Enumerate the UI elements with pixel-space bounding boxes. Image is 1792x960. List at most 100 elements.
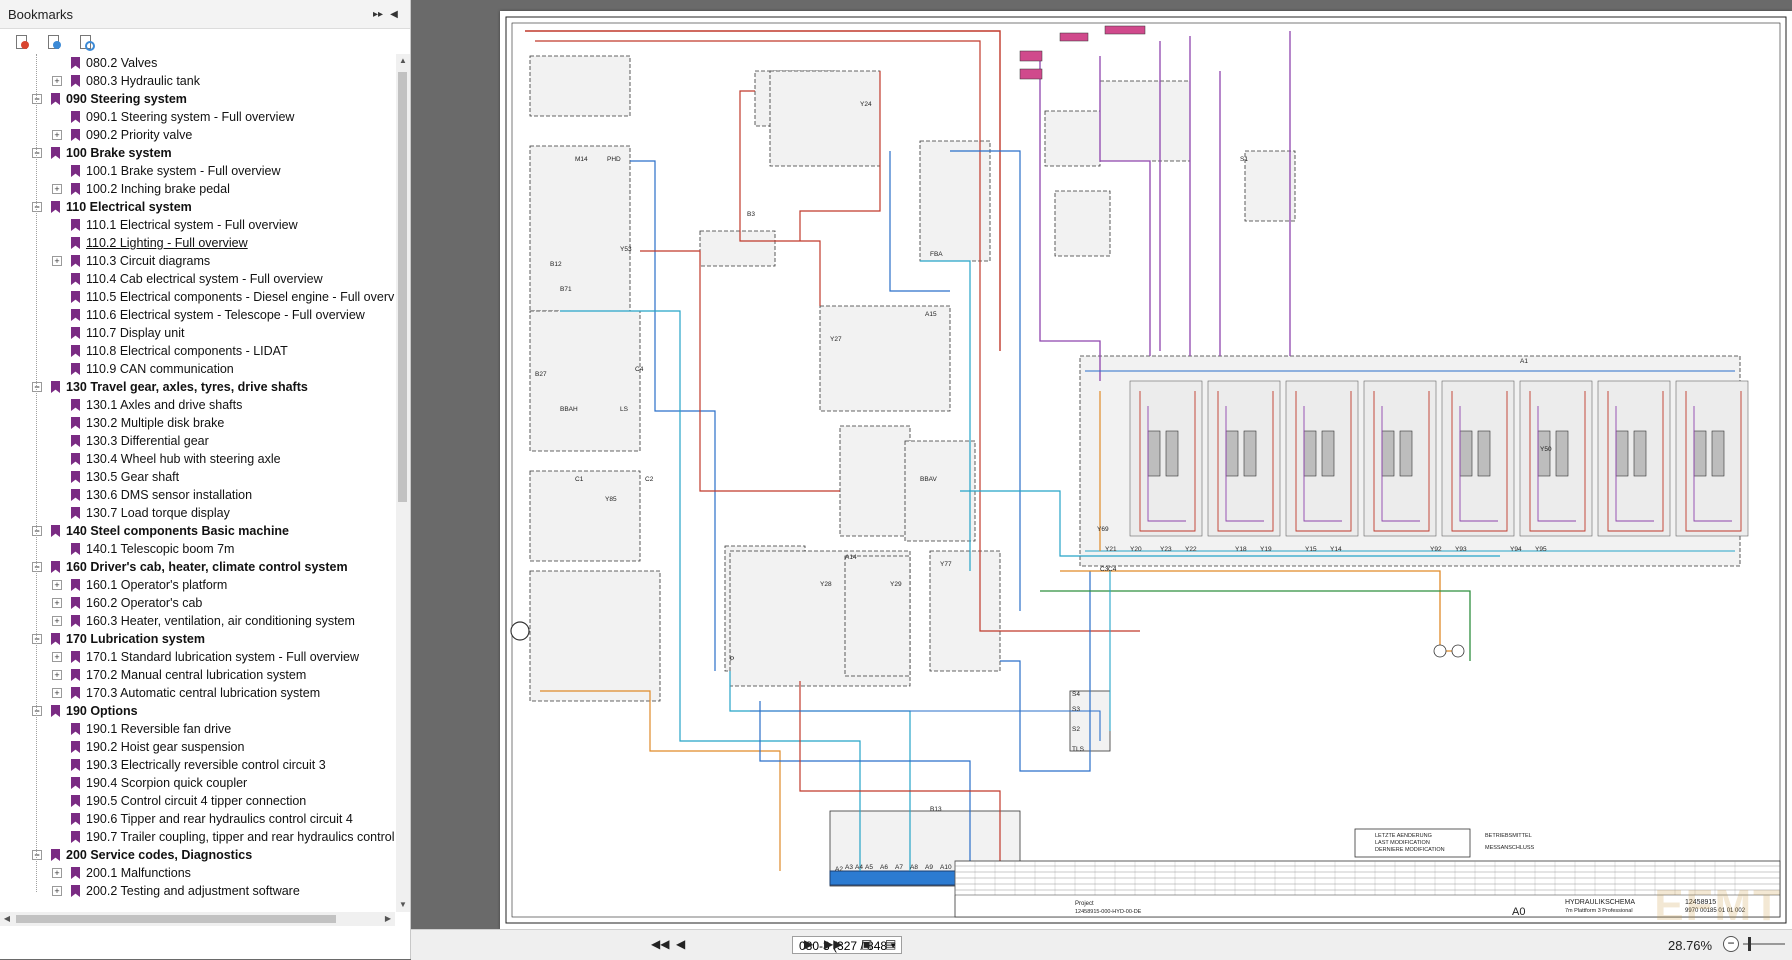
bookmark-item[interactable]: +160.1 Operator's platform (0, 576, 395, 594)
scroll-down-icon[interactable]: ▼ (399, 900, 407, 909)
scroll-up-icon[interactable]: ▲ (399, 56, 407, 65)
bookmark-item[interactable]: 190.2 Hoist gear suspension (0, 738, 395, 756)
bookmark-section[interactable]: −190 Options (0, 702, 395, 720)
expand-icon[interactable]: + (52, 76, 62, 86)
find-bookmark-icon[interactable] (78, 34, 95, 51)
bookmark-section[interactable]: −170 Lubrication system (0, 630, 395, 648)
bookmark-section[interactable]: −100 Brake system (0, 144, 395, 162)
next-page-icon[interactable]: ▶ (804, 937, 814, 951)
new-bookmark-icon[interactable] (46, 34, 62, 50)
collapse-icon[interactable]: − (32, 382, 42, 392)
close-panel-icon[interactable]: ◀ (390, 8, 398, 20)
bookmark-item[interactable]: 190.6 Tipper and rear hydraulics control… (0, 810, 395, 828)
bookmark-item[interactable]: 190.3 Electrically reversible control ci… (0, 756, 395, 774)
bookmark-section[interactable]: −160 Driver's cab, heater, climate contr… (0, 558, 395, 576)
bookmark-item[interactable]: 130.4 Wheel hub with steering axle (0, 450, 395, 468)
chevron-down-icon[interactable]: ▼ (889, 941, 897, 950)
bookmark-section[interactable]: −110 Electrical system (0, 198, 395, 216)
component-label: A1 (1520, 358, 1528, 365)
collapse-icon[interactable]: − (32, 706, 42, 716)
expand-icon[interactable]: + (52, 670, 62, 680)
zoom-out-icon[interactable]: − (1723, 936, 1739, 952)
collapse-icon[interactable]: − (32, 148, 42, 158)
component-label: C2 (645, 476, 654, 483)
bookmark-item[interactable]: 110.9 CAN communication (0, 360, 395, 378)
bookmark-item[interactable]: +170.2 Manual central lubrication system (0, 666, 395, 684)
bookmark-item[interactable]: 110.5 Electrical components - Diesel eng… (0, 288, 395, 306)
zoom-slider[interactable] (1743, 943, 1785, 945)
expand-icon[interactable]: + (52, 652, 62, 662)
collapse-panel-icon[interactable]: ▸▸ (372, 8, 384, 20)
bookmark-section[interactable]: −200 Service codes, Diagnostics (0, 846, 395, 864)
bookmark-item[interactable]: 130.7 Load torque display (0, 504, 395, 522)
bookmark-item[interactable]: 190.4 Scorpion quick coupler (0, 774, 395, 792)
bookmark-item[interactable]: +100.2 Inching brake pedal (0, 180, 395, 198)
scroll-left-icon[interactable]: ◀ (3, 914, 11, 923)
bookmark-section[interactable]: −140 Steel components Basic machine (0, 522, 395, 540)
collapse-icon[interactable]: − (32, 94, 42, 104)
bookmark-item[interactable]: +160.3 Heater, ventilation, air conditio… (0, 612, 395, 630)
component-label: Y18 (1235, 546, 1247, 553)
bookmark-item[interactable]: 110.2 Lighting - Full overview (0, 234, 395, 252)
expand-icon[interactable]: + (52, 598, 62, 608)
expand-icon[interactable]: + (52, 688, 62, 698)
bookmark-item[interactable]: 190.7 Trailer coupling, tipper and rear … (0, 828, 395, 846)
expand-icon[interactable]: + (52, 130, 62, 140)
collapse-icon[interactable]: − (32, 202, 42, 212)
bookmark-item[interactable]: +200.2 Testing and adjustment software (0, 882, 395, 900)
bookmark-item[interactable]: +170.3 Automatic central lubrication sys… (0, 684, 395, 702)
previous-page-icon[interactable]: ◀ (676, 937, 686, 951)
bookmark-item[interactable]: +200.1 Malfunctions (0, 864, 395, 882)
collapse-icon[interactable]: − (32, 850, 42, 860)
expand-bookmark-icon[interactable] (14, 34, 30, 50)
expand-icon[interactable]: + (52, 616, 62, 626)
collapse-icon[interactable]: − (32, 562, 42, 572)
scroll-thumb[interactable] (398, 72, 407, 502)
bookmark-section[interactable]: −130 Travel gear, axles, tyres, drive sh… (0, 378, 395, 396)
bookmarks-vertical-scrollbar[interactable]: ▲ ▼ (396, 54, 410, 912)
page-number-field[interactable]: 080-3 (327 / 848 ▼ (792, 936, 902, 954)
bookmark-item[interactable]: +080.3 Hydraulic tank (0, 72, 395, 90)
collapse-icon[interactable]: − (32, 634, 42, 644)
bookmark-icon (51, 381, 60, 393)
bookmark-item[interactable]: +170.1 Standard lubrication system - Ful… (0, 648, 395, 666)
collapse-icon[interactable]: − (32, 526, 42, 536)
bookmark-item[interactable]: 110.7 Display unit (0, 324, 395, 342)
last-page-icon[interactable]: ▶▶ (824, 937, 843, 951)
bookmark-section[interactable]: −090 Steering system (0, 90, 395, 108)
component-block (819, 305, 951, 412)
bookmark-item[interactable]: 110.6 Electrical system - Telescope - Fu… (0, 306, 395, 324)
expand-icon[interactable]: + (52, 256, 62, 266)
expand-icon[interactable]: + (52, 184, 62, 194)
bookmark-item[interactable]: 080.2 Valves (0, 54, 395, 72)
first-page-icon[interactable]: ◀◀ (651, 937, 670, 951)
bookmark-item[interactable]: 130.1 Axles and drive shafts (0, 396, 395, 414)
fit-page-icon[interactable]: ▣ (861, 937, 873, 951)
bookmark-item[interactable]: 130.2 Multiple disk brake (0, 414, 395, 432)
bookmark-item[interactable]: 090.1 Steering system - Full overview (0, 108, 395, 126)
scroll-right-icon[interactable]: ▶ (384, 914, 392, 923)
bookmark-item[interactable]: 190.1 Reversible fan drive (0, 720, 395, 738)
bookmark-item[interactable]: +090.2 Priority valve (0, 126, 395, 144)
bookmark-item[interactable]: 130.5 Gear shaft (0, 468, 395, 486)
bookmark-item[interactable]: +160.2 Operator's cab (0, 594, 395, 612)
zoom-slider-handle[interactable] (1748, 937, 1751, 951)
expand-icon[interactable]: + (52, 580, 62, 590)
bookmark-item[interactable]: 140.1 Telescopic boom 7m (0, 540, 395, 558)
bookmarks-toolbar (0, 29, 410, 55)
bookmark-item[interactable]: 110.4 Cab electrical system - Full overv… (0, 270, 395, 288)
bookmarks-horizontal-scrollbar[interactable]: ◀ ▶ (0, 912, 395, 926)
bookmark-item[interactable]: 130.6 DMS sensor installation (0, 486, 395, 504)
bookmark-item[interactable]: 110.1 Electrical system - Full overview (0, 216, 395, 234)
expand-icon[interactable]: + (52, 868, 62, 878)
hscroll-thumb[interactable] (16, 915, 336, 923)
bookmark-item[interactable]: 190.5 Control circuit 4 tipper connectio… (0, 792, 395, 810)
bookmark-item[interactable]: 130.3 Differential gear (0, 432, 395, 450)
bookmark-item[interactable]: 100.1 Brake system - Full overview (0, 162, 395, 180)
expand-icon[interactable]: + (52, 886, 62, 896)
bookmark-item[interactable]: 110.8 Electrical components - LIDAT (0, 342, 395, 360)
bookmark-item[interactable]: +110.3 Circuit diagrams (0, 252, 395, 270)
fit-width-icon[interactable]: ▤ (885, 937, 897, 951)
zoom-level[interactable]: 28.76% (1668, 938, 1713, 953)
